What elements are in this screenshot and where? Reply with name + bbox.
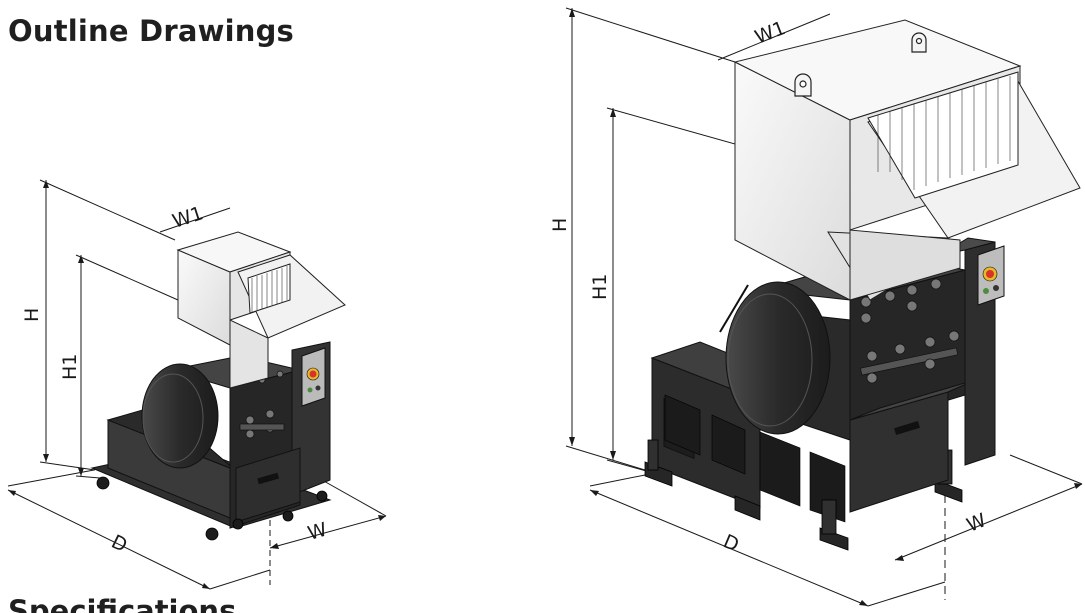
large-hopper xyxy=(733,19,1081,301)
large-bolts xyxy=(860,278,960,384)
small-dim-H: H xyxy=(21,308,43,322)
small-control-panel xyxy=(301,347,326,407)
large-rotor-cover xyxy=(719,281,831,435)
large-dim-W1: W1 xyxy=(752,17,789,49)
large-drawer xyxy=(849,379,976,513)
small-dim-H1: H1 xyxy=(59,354,81,380)
large-dimension-arrowheads xyxy=(569,8,1082,606)
small-dim-D: D xyxy=(108,531,131,557)
large-dim-H1: H1 xyxy=(589,274,611,300)
page-title: Outline Drawings xyxy=(8,14,294,48)
small-granulator-drawing: H H1 W1 D W xyxy=(7,179,387,590)
large-hopper-grille xyxy=(877,76,1011,190)
small-drawer xyxy=(235,447,301,523)
next-section-heading-partial: Specifications xyxy=(8,597,236,613)
small-rotor-cover xyxy=(141,363,219,469)
small-dimension-arrowheads xyxy=(8,180,386,589)
small-hopper-grille xyxy=(251,266,288,312)
large-control-panel xyxy=(977,245,1005,306)
small-dimension-lines xyxy=(7,179,387,590)
large-lifting-eyes xyxy=(794,32,927,97)
small-hopper xyxy=(176,231,346,389)
large-dim-W: W xyxy=(964,509,990,537)
small-dim-W1: W1 xyxy=(170,202,206,232)
small-wheels xyxy=(96,476,328,541)
large-dim-H: H xyxy=(549,218,571,232)
small-dim-W: W xyxy=(305,518,329,544)
large-granulator-drawing: H H1 W1 D W xyxy=(549,7,1083,607)
